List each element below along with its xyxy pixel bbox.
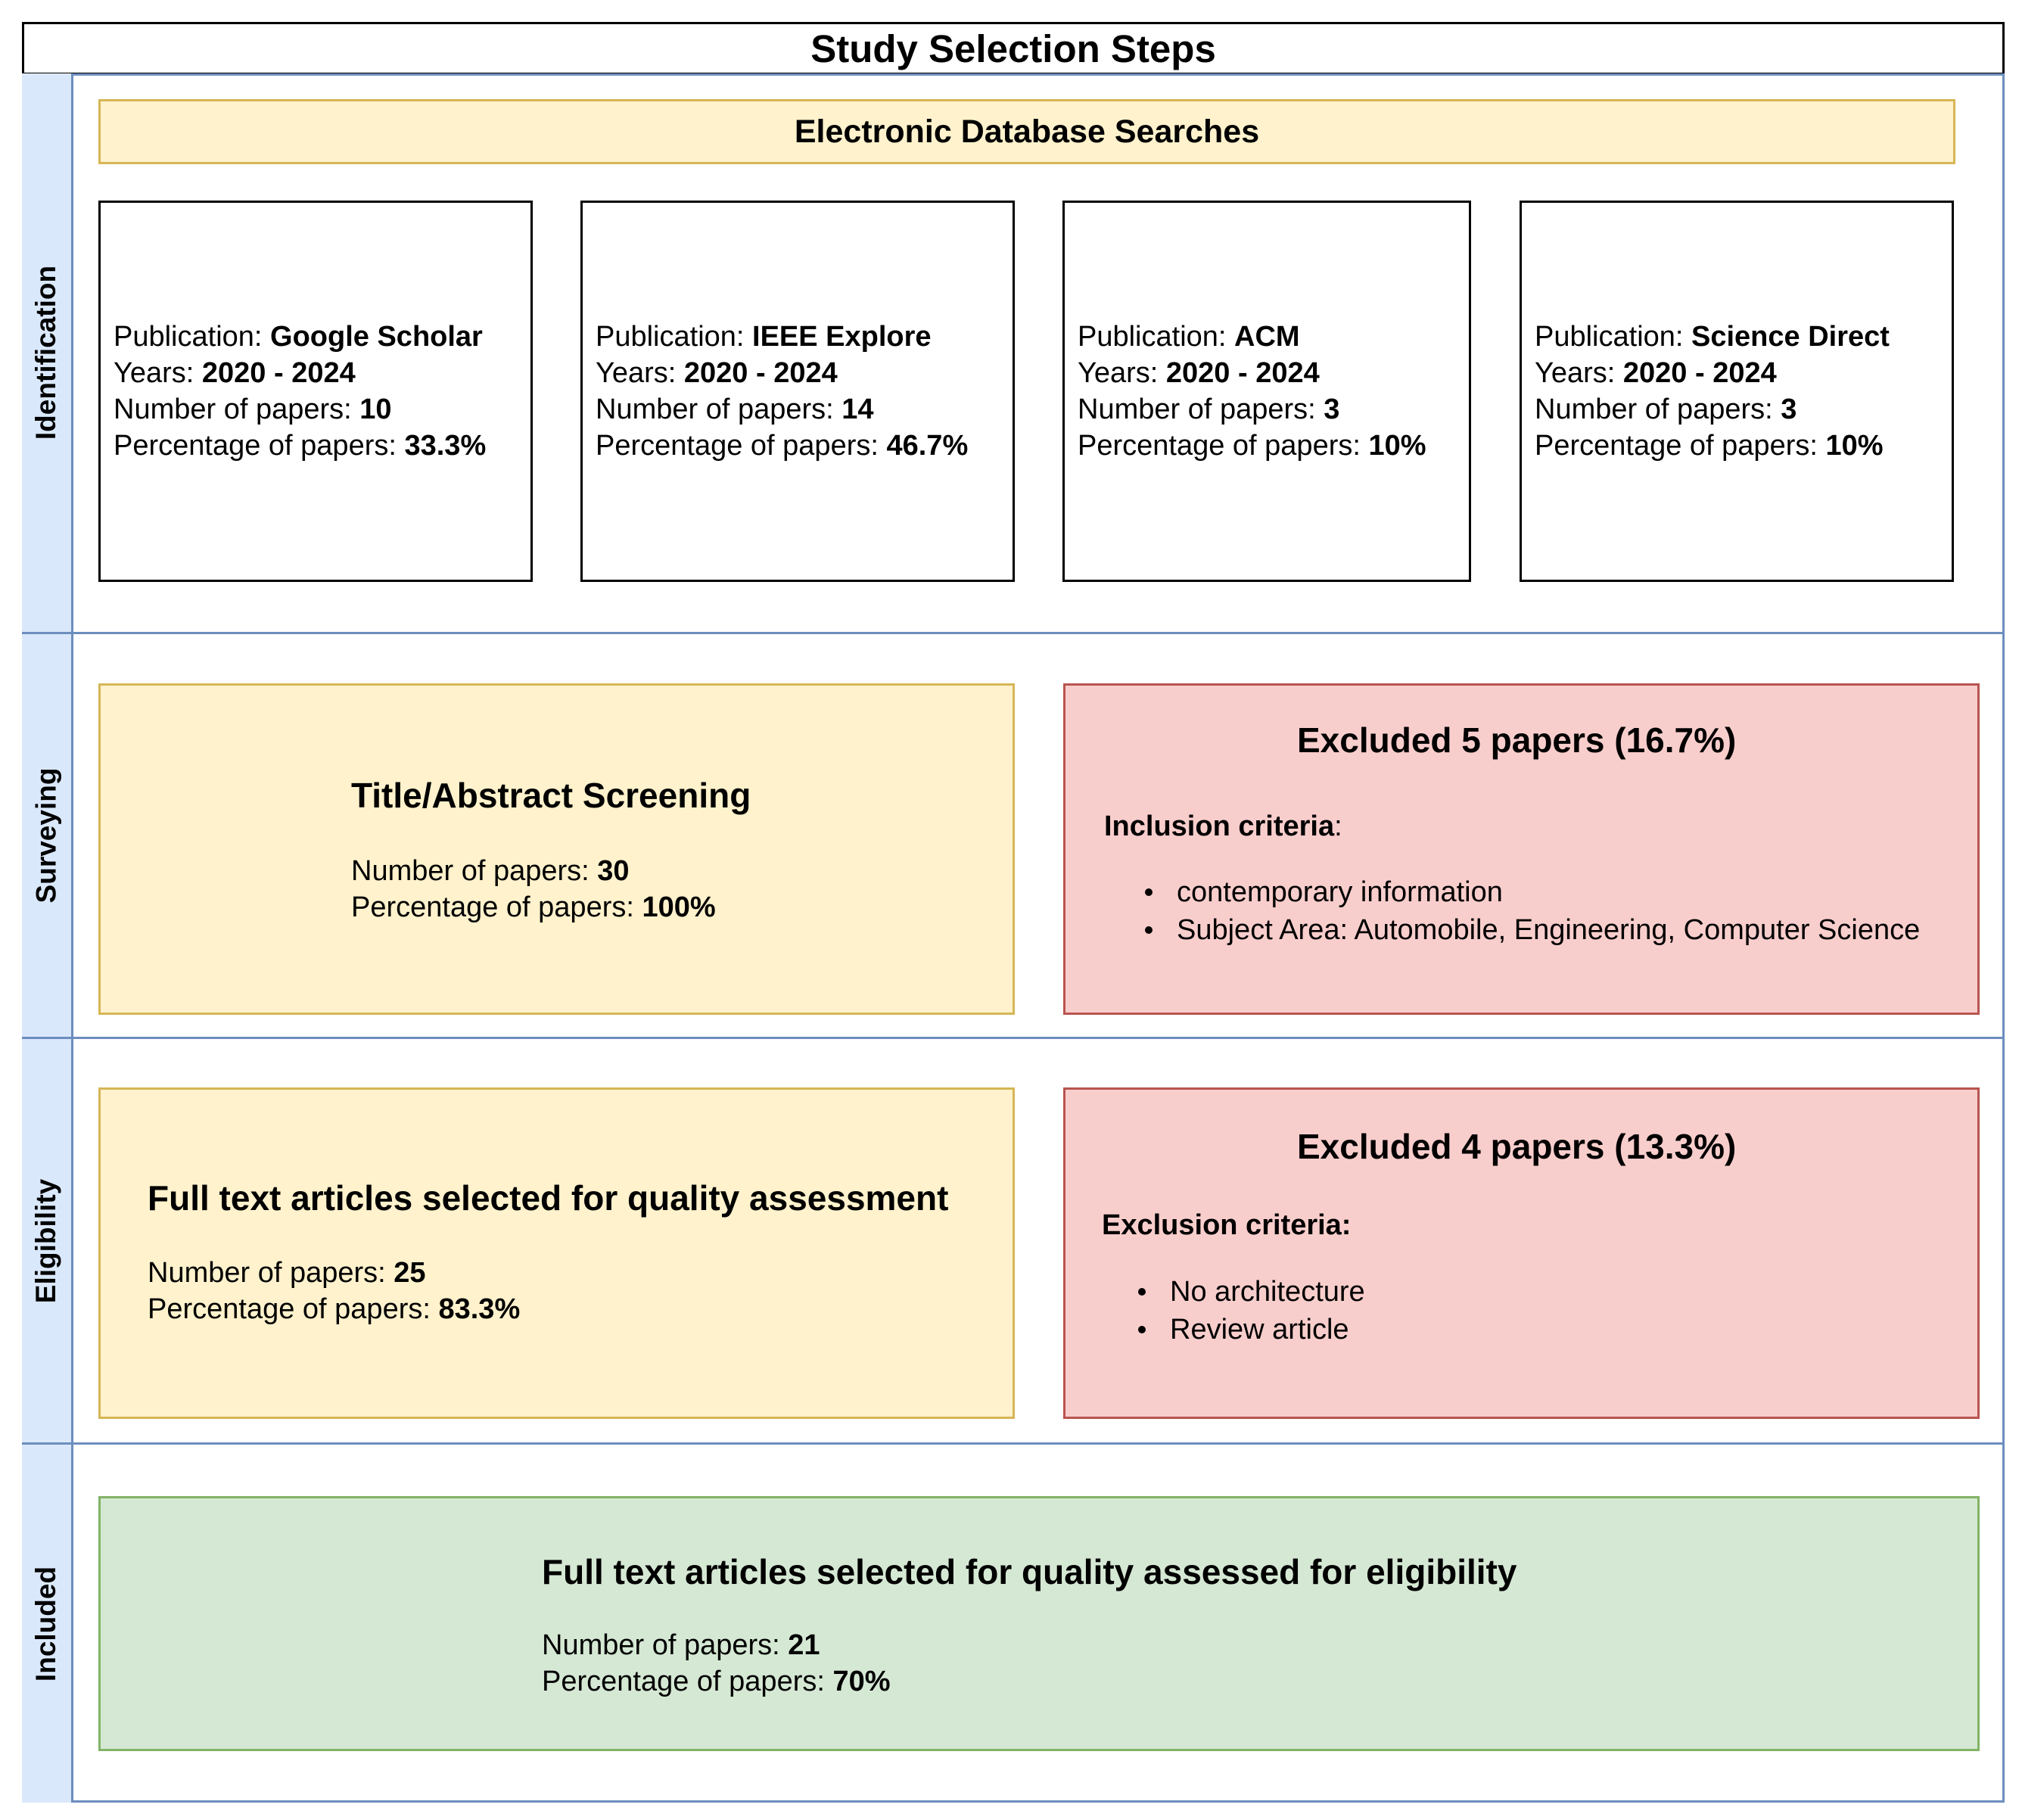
database-search-banner: Electronic Database Searches (98, 99, 1955, 164)
list-item: Review article (1132, 1311, 1365, 1349)
source-box-google-scholar: Publication: Google Scholar Years: 2020 … (98, 201, 533, 582)
inclusion-criteria-heading: Inclusion criteria: (1104, 810, 1342, 843)
diagram-title: Study Selection Steps (22, 22, 2005, 75)
percentage-value: 10% (1368, 430, 1426, 462)
source-box-acm: Publication: ACM Years: 2020 - 2024 Numb… (1062, 201, 1471, 582)
percentage-value: 33.3% (404, 430, 487, 462)
quality-assessment-title: Full text articles selected for quality … (148, 1178, 949, 1218)
percentage-value: 70% (832, 1666, 891, 1697)
lane-identification: Identification (22, 73, 2005, 634)
percentage-label: Percentage of papers: (1078, 430, 1369, 462)
lane-label-identification: Identification (22, 73, 73, 632)
lane-surveying: Surveying (22, 634, 2005, 1039)
publication-value: IEEE Explore (752, 321, 932, 353)
years-label: Years: (1078, 357, 1166, 389)
percentage-value: 10% (1825, 430, 1884, 462)
diagram-title-text: Study Selection Steps (810, 26, 1216, 70)
database-search-banner-text: Electronic Database Searches (794, 113, 1260, 150)
papers-value: 30 (597, 855, 630, 887)
publication-label: Publication: (1078, 321, 1235, 353)
years-value: 2020 - 2024 (1622, 357, 1777, 389)
lane-label-included-text: Included (30, 1566, 62, 1682)
publication-label: Publication: (1535, 321, 1692, 353)
papers-label: Number of papers: (114, 394, 360, 425)
source-box-science-direct: Publication: Science Direct Years: 2020 … (1520, 201, 1954, 582)
percentage-label: Percentage of papers: (114, 430, 405, 462)
list-item: Subject Area: Automobile, Engineering, C… (1139, 911, 1920, 949)
lane-label-eligibility-text: Eligibility (30, 1178, 62, 1303)
papers-value: 21 (788, 1629, 820, 1661)
source-box-ieee-explore: Publication: IEEE Explore Years: 2020 - … (580, 201, 1015, 582)
lane-included: Included (22, 1445, 2005, 1803)
list-item: contemporary information (1139, 873, 1920, 911)
papers-label: Number of papers: (1078, 394, 1324, 425)
papers-label: Number of papers: (1535, 394, 1781, 425)
excluded-surveying-title: Excluded 5 papers (16.7%) (1297, 720, 1737, 760)
screening-title: Title/Abstract Screening (351, 776, 751, 815)
years-value: 2020 - 2024 (201, 357, 356, 389)
percentage-label: Percentage of papers: (1535, 430, 1826, 462)
papers-value: 25 (394, 1257, 426, 1289)
excluded-surveying-box: Excluded 5 papers (16.7%) Inclusion crit… (1063, 683, 1980, 1015)
excluded-eligibility-box: Excluded 4 papers (13.3%) Exclusion crit… (1063, 1087, 1980, 1419)
publication-value: Google Scholar (270, 321, 483, 353)
inclusion-criteria-colon: : (1334, 810, 1342, 842)
title-abstract-screening-box: Title/Abstract Screening Number of paper… (98, 683, 1015, 1015)
lane-label-identification-text: Identification (30, 265, 62, 440)
percentage-label: Percentage of papers: (542, 1666, 833, 1697)
list-item: No architecture (1132, 1273, 1365, 1311)
percentage-label: Percentage of papers: (148, 1293, 439, 1325)
publication-label: Publication: (114, 321, 271, 353)
papers-value: 3 (1324, 394, 1340, 425)
papers-label: Number of papers: (351, 855, 598, 887)
inclusion-criteria-list: contemporary information Subject Area: A… (1139, 873, 1920, 949)
percentage-label: Percentage of papers: (596, 430, 887, 462)
lane-label-surveying-text: Surveying (30, 767, 62, 904)
percentage-value: 100% (642, 891, 716, 923)
papers-label: Number of papers: (542, 1629, 789, 1661)
papers-label: Number of papers: (148, 1257, 394, 1289)
papers-label: Number of papers: (596, 394, 842, 425)
exclusion-criteria-list: No architecture Review article (1132, 1273, 1365, 1349)
quality-assessment-stats: Number of papers: 25 Percentage of paper… (148, 1255, 520, 1327)
years-label: Years: (1535, 357, 1623, 389)
lane-label-surveying: Surveying (22, 634, 73, 1037)
lane-eligibility: Eligibility (22, 1039, 2005, 1445)
excluded-eligibility-title: Excluded 4 papers (13.3%) (1297, 1127, 1737, 1166)
screening-stats: Number of papers: 30 Percentage of paper… (351, 853, 716, 926)
exclusion-criteria-heading: Exclusion criteria: (1102, 1209, 1352, 1241)
included-box: Full text articles selected for quality … (98, 1496, 1980, 1751)
percentage-value: 46.7% (886, 430, 969, 462)
lane-label-included: Included (22, 1445, 73, 1803)
years-label: Years: (596, 357, 684, 389)
papers-value: 3 (1781, 394, 1797, 425)
included-stats: Number of papers: 21 Percentage of paper… (542, 1627, 891, 1700)
percentage-value: 83.3% (438, 1293, 521, 1325)
percentage-label: Percentage of papers: (351, 891, 642, 923)
included-title: Full text articles selected for quality … (542, 1552, 1517, 1591)
years-value: 2020 - 2024 (1165, 357, 1320, 389)
years-value: 2020 - 2024 (683, 357, 838, 389)
publication-value: ACM (1234, 321, 1300, 353)
papers-value: 14 (841, 394, 874, 425)
quality-assessment-box: Full text articles selected for quality … (98, 1087, 1015, 1419)
inclusion-criteria-label: Inclusion criteria (1104, 810, 1335, 842)
publication-label: Publication: (596, 321, 753, 353)
years-label: Years: (114, 357, 202, 389)
lane-label-eligibility: Eligibility (22, 1039, 73, 1442)
papers-value: 10 (359, 394, 392, 425)
publication-value: Science Direct (1691, 321, 1890, 353)
